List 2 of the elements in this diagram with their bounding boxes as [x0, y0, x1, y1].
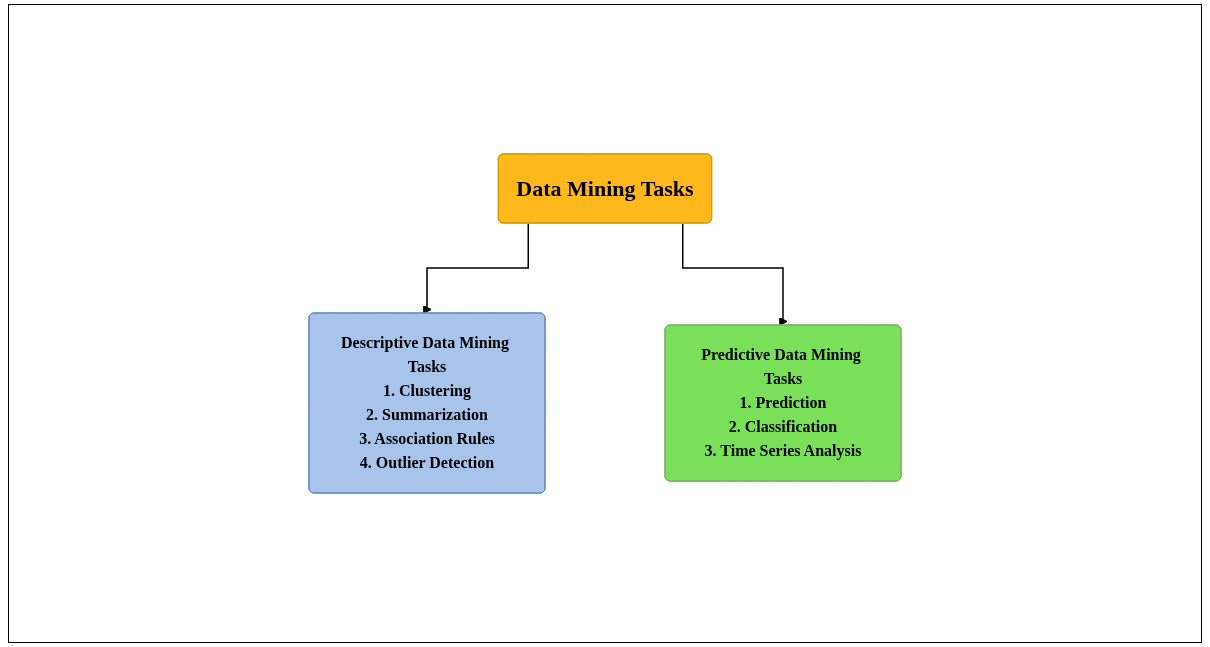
arrow [423, 222, 529, 314]
arrow [682, 222, 788, 326]
